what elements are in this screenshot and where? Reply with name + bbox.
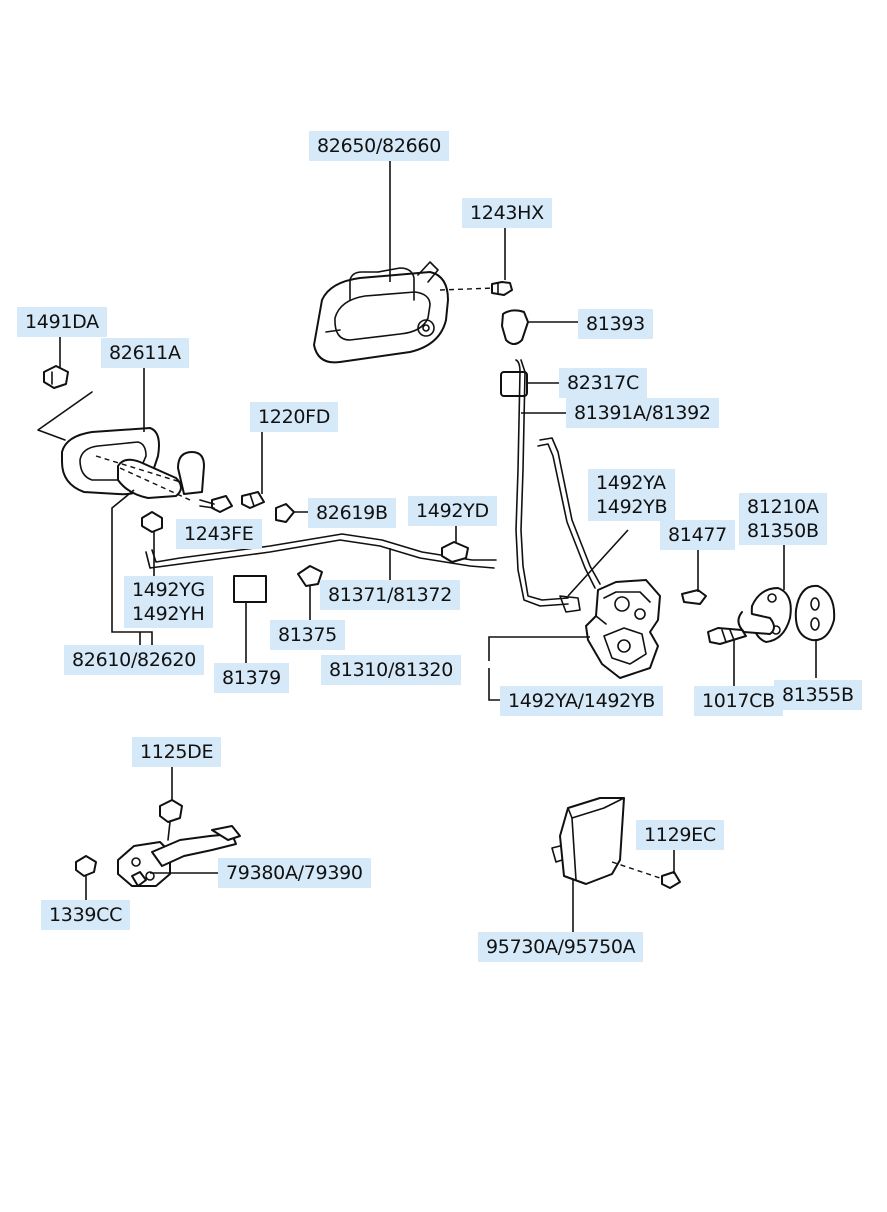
rod-81371 — [145, 539, 495, 569]
module-95730a — [551, 797, 625, 885]
striker-81210a — [737, 587, 792, 643]
leader-1492ya-top — [567, 529, 629, 597]
label-82619b[interactable]: 82619B — [308, 498, 396, 528]
clip-81375 — [297, 565, 323, 587]
inside-handle-part — [61, 427, 205, 501]
screw-81477 — [681, 589, 707, 605]
rod-guide-82317c — [500, 371, 528, 397]
leader-81310-top — [488, 636, 590, 661]
leader-82610 — [111, 489, 153, 645]
shim-81355b — [794, 584, 836, 642]
sketch-lines-1491da — [37, 391, 93, 441]
label-1129ec[interactable]: 1129EC — [636, 820, 724, 850]
label-1492ya-top-line1: 1492YA — [596, 472, 666, 494]
clip-1492yg — [141, 511, 163, 533]
label-1243hx[interactable]: 1243HX — [462, 198, 552, 228]
screw-1129ec — [661, 871, 681, 889]
door-latch-part — [559, 579, 661, 679]
label-81371-81372[interactable]: 81371/81372 — [320, 580, 460, 610]
label-81391a-81392[interactable]: 81391A/81392 — [566, 398, 719, 428]
label-1492yg-line2: 1492YH — [132, 603, 205, 625]
clip-81393 — [501, 309, 529, 345]
dash-82650 — [439, 287, 496, 291]
pad-81379 — [233, 575, 267, 603]
label-81355b[interactable]: 81355B — [774, 680, 862, 710]
label-82650-82660[interactable]: 82650/82660 — [309, 131, 449, 161]
label-1243fe[interactable]: 1243FE — [176, 519, 262, 549]
bolt-1017cb — [707, 627, 747, 645]
label-1492ya-top-line2: 1492YB — [596, 496, 668, 518]
label-1220fd[interactable]: 1220FD — [250, 402, 339, 432]
label-1125de[interactable]: 1125DE — [132, 737, 222, 767]
label-81379[interactable]: 81379 — [214, 663, 289, 693]
label-82317c[interactable]: 82317C — [559, 368, 647, 398]
label-1339cc[interactable]: 1339CC — [41, 900, 131, 930]
label-82610-82620[interactable]: 82610/82620 — [64, 645, 204, 675]
label-81210a-81350b[interactable]: 81210A 81350B — [739, 493, 827, 545]
label-1492yg-line1: 1492YG — [132, 579, 205, 601]
label-95730a-95750a[interactable]: 95730A/95750A — [478, 932, 644, 962]
screw-1243fe — [199, 495, 233, 513]
bolt-1125de — [159, 799, 183, 841]
clip-1491da — [43, 365, 69, 389]
label-1492ya-1492yb-bottom[interactable]: 1492YA/1492YB — [500, 686, 663, 716]
door-checker-part — [117, 825, 241, 887]
label-82611a[interactable]: 82611A — [101, 338, 189, 368]
clip-1492yd — [441, 541, 469, 563]
label-1492ya-1492yb-top[interactable]: 1492YA 1492YB — [588, 469, 676, 521]
clip-82619b — [275, 503, 295, 523]
rod-81391a — [515, 359, 569, 607]
label-1017cb[interactable]: 1017CB — [694, 686, 783, 716]
label-81393[interactable]: 81393 — [578, 309, 653, 339]
label-81210a-line1: 81210A — [747, 496, 819, 518]
label-81210a-line2: 81350B — [747, 520, 819, 542]
label-1492yd[interactable]: 1492YD — [408, 496, 497, 526]
outside-handle-part — [313, 261, 449, 364]
label-79380a-79390[interactable]: 79380A/79390 — [218, 858, 371, 888]
label-1491da[interactable]: 1491DA — [17, 307, 107, 337]
label-81477[interactable]: 81477 — [660, 520, 735, 550]
dash-95730a — [611, 861, 667, 881]
label-1492yg-1492yh[interactable]: 1492YG 1492YH — [124, 576, 213, 628]
leader-81310-bot — [488, 668, 500, 701]
screw-1243hx — [491, 281, 513, 296]
label-81310-81320[interactable]: 81310/81320 — [321, 655, 461, 685]
nut-1339cc — [75, 855, 97, 877]
screw-1220fd — [241, 491, 265, 509]
label-81375[interactable]: 81375 — [270, 620, 345, 650]
